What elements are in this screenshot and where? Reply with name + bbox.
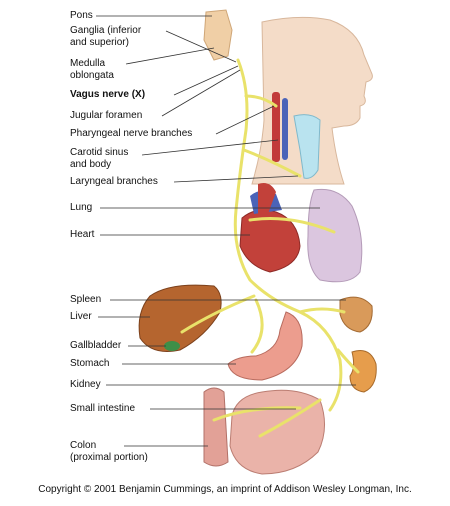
label-small-intestine: Small intestine [70, 403, 136, 414]
label-jugular-foramen: Jugular foramen [70, 110, 143, 121]
lung [307, 188, 363, 283]
carotid-artery [272, 92, 280, 162]
label-ganglia-line2: and superior) [70, 37, 129, 48]
label-heart: Heart [70, 229, 95, 240]
leader-lines [96, 15, 356, 447]
liver [138, 284, 222, 352]
label-kidney: Kidney [70, 379, 101, 390]
hepatic-branch [180, 294, 256, 334]
gallbladder [164, 341, 180, 351]
leader-laryngeal [173, 175, 299, 183]
airway [293, 114, 321, 179]
vagus-nerve [180, 58, 360, 438]
copyright-notice: Copyright © 2001 Benjamin Cummings, an i… [38, 484, 412, 495]
label-pons: Pons [70, 10, 93, 21]
label-laryngeal-branches: Laryngeal branches [70, 176, 158, 187]
leader-medulla [125, 47, 215, 65]
leader-vagus [173, 65, 239, 96]
spleen [339, 296, 373, 333]
label-carotid-line2: and body [70, 159, 112, 170]
aorta [258, 183, 276, 214]
label-colon-line1: Colon [70, 440, 97, 451]
colon [203, 387, 229, 467]
leader-ganglia [165, 30, 237, 63]
brainstem [203, 9, 233, 61]
label-medulla-line1: Medulla [70, 58, 106, 69]
intestinal-branch [258, 398, 322, 438]
label-pharyngeal-branches: Pharyngeal nerve branches [70, 128, 193, 139]
label-liver: Liver [70, 311, 92, 322]
label-spleen: Spleen [70, 294, 102, 305]
label-lung: Lung [70, 202, 93, 213]
label-stomach: Stomach [70, 358, 110, 369]
label-vagus-nerve: Vagus nerve (X) [70, 89, 146, 100]
jugular-vein [282, 98, 288, 160]
renal-branch [336, 348, 360, 374]
gastric-branch [250, 298, 264, 354]
laryngeal-branch [242, 148, 302, 178]
label-ganglia-line1: Ganglia (inferior [70, 25, 142, 36]
leader-jugular [161, 69, 241, 117]
splenic-branch [298, 307, 346, 314]
label-medulla-line2: oblongata [70, 70, 114, 81]
leader-pharyngeal [215, 105, 275, 135]
pharyngeal-branch [244, 94, 278, 108]
stomach [227, 311, 303, 381]
pulmonary-branch [248, 217, 336, 234]
label-carotid-line1: Carotid sinus [70, 147, 129, 158]
colic-branch [212, 406, 302, 422]
small-intestine [229, 389, 325, 475]
label-gallbladder: Gallbladder [70, 340, 122, 351]
leader-carotid [141, 139, 279, 156]
kidney [349, 350, 377, 393]
vagus-trunk [233, 58, 343, 412]
label-colon-line2: (proximal portion) [70, 452, 148, 463]
